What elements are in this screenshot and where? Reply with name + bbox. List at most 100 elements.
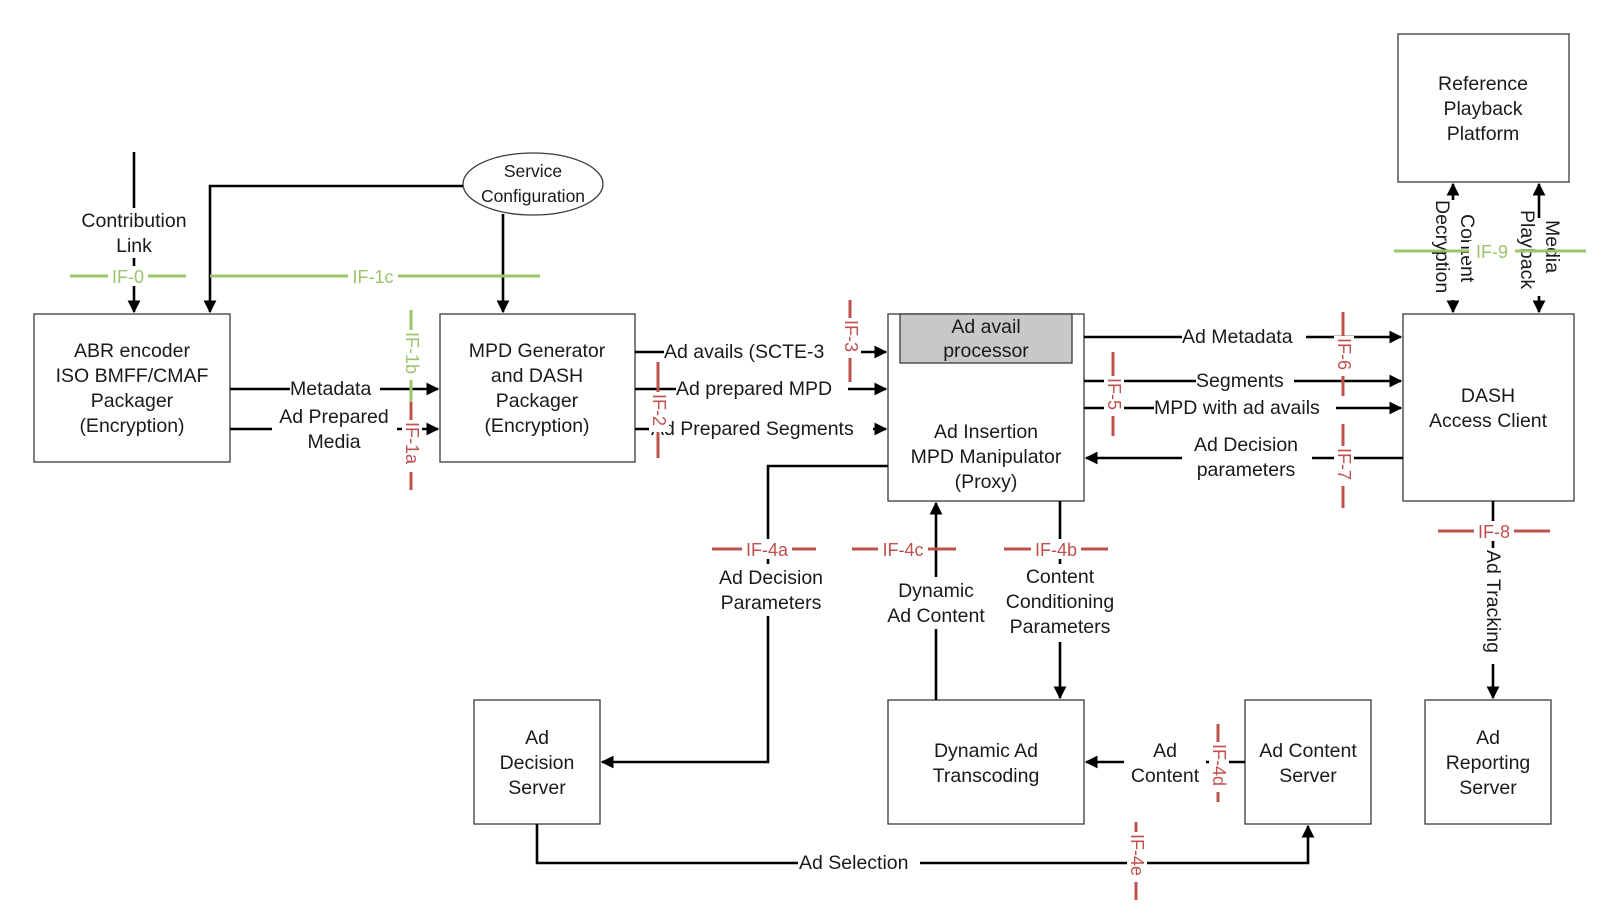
content-conditioning-label-2: Conditioning: [1006, 591, 1114, 613]
reference-playback-box: Reference Playback Platform: [1397, 33, 1570, 183]
if2-marker: IF-2: [649, 362, 669, 458]
mpd-generator-line-3: Packager: [496, 390, 579, 412]
ad-reporting-server-box: Ad Reporting Server: [1424, 699, 1552, 825]
abr-encoder-line-1: ABR encoder: [74, 340, 190, 362]
mpd-with-ad-avails-label: MPD with ad avails: [1154, 397, 1320, 419]
ad-avail-processor-line-1: Ad avail: [951, 316, 1020, 338]
ad-avail-processor-line-2: processor: [943, 340, 1029, 362]
if4a-marker: IF-4a: [712, 539, 816, 560]
if1a-marker: IF-1a: [402, 402, 422, 490]
ad-decision-params-client-label-2: parameters: [1197, 459, 1296, 481]
content-decryption-label-2: Decryption: [1431, 200, 1453, 293]
if0-marker: IF-0: [70, 266, 186, 287]
if1c-marker: IF-1c: [210, 266, 540, 287]
if4d-marker: IF-4d: [1209, 724, 1229, 802]
ad-selection-label: Ad Selection: [799, 852, 909, 874]
service-configuration-line-1: Service: [504, 161, 562, 181]
ad-tracking-label: Ad Tracking: [1482, 550, 1504, 653]
if4c-marker: IF-4c: [852, 539, 956, 560]
ad-decision-params-client-label-1: Ad Decision: [1194, 434, 1298, 456]
mpd-generator-line-1: MPD Generator: [469, 340, 606, 362]
if0-label: IF-0: [112, 267, 144, 287]
if8-marker: IF-8: [1438, 521, 1550, 542]
if6-label: IF-6: [1334, 338, 1354, 370]
ad-insertion-line-2: MPD Manipulator: [911, 446, 1062, 468]
ad-content-label-2: Content: [1131, 765, 1200, 787]
if4a-label: IF-4a: [746, 540, 789, 560]
ad-insertion-line-3: (Proxy): [955, 471, 1018, 493]
contribution-link-label-1: Contribution: [81, 210, 186, 232]
abr-encoder-box: ABR encoder ISO BMFF/CMAF Packager (Encr…: [33, 313, 231, 463]
ad-avail-processor-box: [899, 313, 1073, 364]
ad-insertion-line-1: Ad Insertion: [934, 421, 1038, 443]
ad-metadata-label: Ad Metadata: [1182, 326, 1293, 348]
if7-marker: IF-7: [1334, 424, 1354, 508]
mpd-generator-line-4: (Encryption): [484, 415, 589, 437]
service-config-to-encoder-arrow: [203, 184, 463, 314]
mpd-generator-line-2: and DASH: [491, 365, 583, 387]
if3-label: IF-3: [841, 320, 861, 352]
ad-content-server-line-2: Server: [1279, 765, 1337, 787]
dynamic-ad-content-label-2: Ad Content: [887, 605, 985, 627]
ad-insertion-box: Ad avail processor Ad Insertion MPD Mani…: [887, 313, 1085, 502]
reference-playback-line-3: Platform: [1447, 123, 1520, 145]
abr-encoder-line-3: Packager: [91, 390, 174, 412]
media-playback-label-1: Media: [1541, 220, 1563, 273]
dash-client-line-1: DASH: [1461, 385, 1515, 407]
service-configuration-line-2: Configuration: [481, 186, 585, 206]
if5-label: IF-5: [1104, 378, 1124, 410]
metadata-label: Metadata: [290, 378, 371, 400]
ad-avails-label: Ad avails (SCTE-3: [664, 341, 824, 363]
if1b-label: IF-1b: [402, 332, 422, 374]
service-configuration-ellipse: Service Configuration: [462, 152, 604, 216]
abr-encoder-line-2: ISO BMFF/CMAF: [56, 365, 209, 387]
contribution-link-label-2: Link: [116, 235, 152, 257]
if1b-marker: IF-1b: [402, 310, 422, 402]
if5-marker: IF-5: [1104, 352, 1124, 436]
ad-prepared-media-label-1: Ad Prepared: [279, 406, 389, 428]
ad-selection-arrow: [535, 824, 1315, 865]
content-conditioning-label-1: Content: [1026, 566, 1095, 588]
if4e-marker: IF-4e: [1127, 822, 1147, 900]
if4b-label: IF-4b: [1035, 540, 1077, 560]
ad-reporting-server-line-2: Reporting: [1446, 752, 1531, 774]
if1a-label: IF-1a: [402, 422, 422, 465]
ad-prepared-media-label-2: Media: [307, 431, 360, 453]
if4c-label: IF-4c: [882, 540, 923, 560]
if4b-marker: IF-4b: [1004, 539, 1108, 560]
ad-decision-params-server-label-2: Parameters: [721, 592, 822, 614]
if9-marker: IF-9: [1394, 241, 1586, 262]
if1c-label: IF-1c: [352, 267, 393, 287]
content-conditioning-label-3: Parameters: [1010, 616, 1111, 638]
segments-label: Segments: [1196, 370, 1284, 392]
ad-reporting-server-line-1: Ad: [1476, 727, 1500, 749]
ad-prepared-segments-label: Ad Prepared Segments: [651, 418, 854, 440]
if3-marker: IF-3: [841, 300, 861, 382]
ad-decision-server-line-3: Server: [508, 777, 566, 799]
abr-encoder-line-4: (Encryption): [79, 415, 184, 437]
if9-label: IF-9: [1476, 242, 1508, 262]
dynamic-ad-transcoding-line-1: Dynamic Ad: [934, 740, 1038, 762]
ad-decision-server-line-1: Ad: [525, 727, 549, 749]
reference-playback-line-1: Reference: [1438, 73, 1528, 95]
if4e-label: IF-4e: [1127, 834, 1147, 876]
dash-client-line-2: Access Client: [1429, 410, 1548, 432]
dynamic-ad-transcoding-box: Dynamic Ad Transcoding: [887, 699, 1085, 825]
dash-client-box: DASH Access Client: [1402, 313, 1575, 502]
ad-decision-server-box: Ad Decision Server: [473, 699, 601, 825]
if6-marker: IF-6: [1334, 312, 1354, 396]
ad-content-label-1: Ad: [1153, 740, 1177, 762]
ad-decision-params-server-label-1: Ad Decision: [719, 567, 823, 589]
content-decryption-label-1: Content: [1456, 214, 1478, 283]
ad-content-server-box: Ad Content Server: [1244, 699, 1372, 825]
if4d-label: IF-4d: [1209, 744, 1229, 786]
if7-label: IF-7: [1334, 448, 1354, 480]
ad-reporting-server-line-3: Server: [1459, 777, 1517, 799]
reference-playback-line-2: Playback: [1443, 98, 1522, 120]
if8-label: IF-8: [1478, 522, 1510, 542]
ad-content-server-line-1: Ad Content: [1259, 740, 1357, 762]
dynamic-ad-transcoding-line-2: Transcoding: [933, 765, 1040, 787]
ad-decision-server-line-2: Decision: [500, 752, 575, 774]
ad-prepared-mpd-label: Ad prepared MPD: [676, 378, 832, 400]
